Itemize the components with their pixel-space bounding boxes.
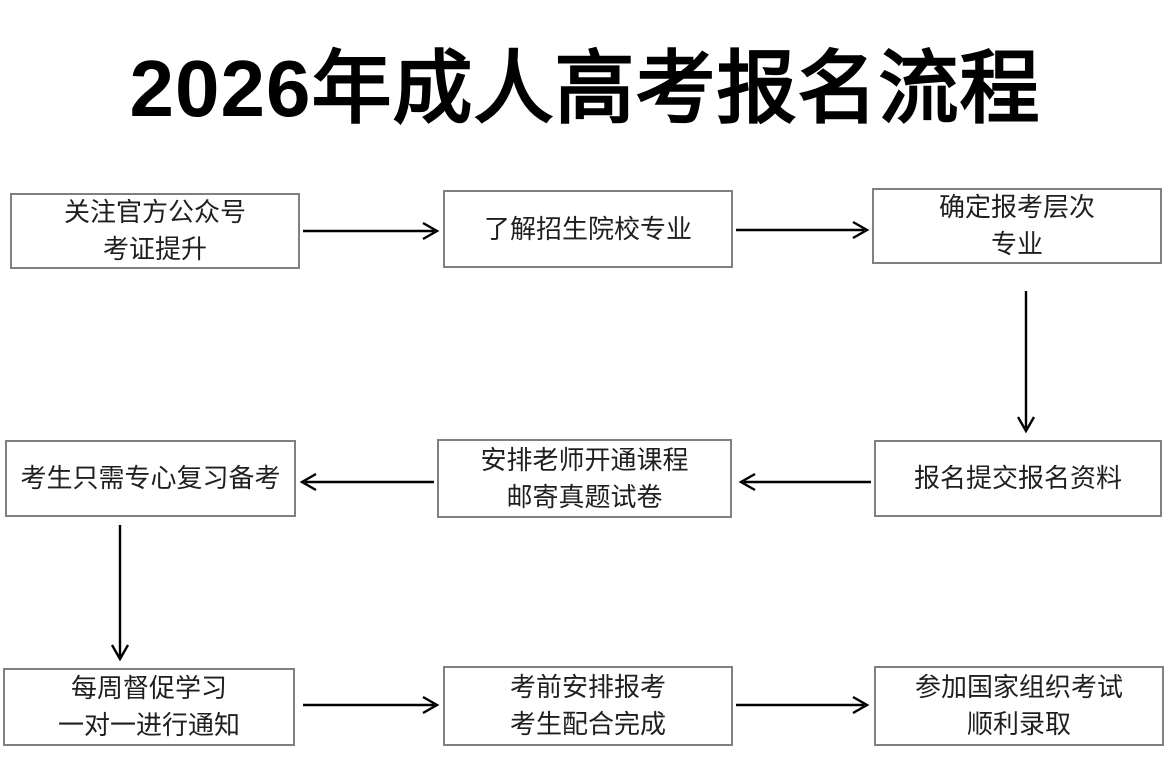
step-4-submit-registration-materials: 报名提交报名资料 [874,440,1162,517]
step-9-text-line2: 顺利录取 [966,709,1071,739]
step-3-determine-level-major: 确定报考层次 专业 [872,188,1162,264]
step-6-focus-on-review: 考生只需专心复习备考 [5,440,296,517]
step-8-text-line1: 考前安排报考 [509,672,666,702]
step-1-follow-official-account: 关注官方公众号 考证提升 [10,193,300,269]
arrow-step1-to-step2-right-icon [303,221,440,241]
step-3-text-line2: 专业 [990,229,1043,259]
step-4-text-line1: 报名提交报名资料 [913,463,1122,493]
page-title: 2026年成人高考报名流程 [129,44,1041,133]
arrow-step4-to-step5-left-icon [738,472,871,492]
arrow-step3-to-step4-down-icon [1016,291,1036,434]
step-8-pre-exam-arrangement: 考前安排报考 考生配合完成 [443,666,733,746]
arrow-step2-to-step3-right-icon [736,220,870,240]
step-6-text-line1: 考生只需专心复习备考 [20,463,281,493]
step-1-text-line2: 考证提升 [102,234,207,264]
step-1-text-line1: 关注官方公众号 [63,197,246,227]
arrow-step8-to-step9-right-icon [736,695,870,715]
arrow-step6-to-step7-down-icon [110,525,130,662]
step-5-text-line2: 邮寄真题试卷 [506,481,663,512]
step-2-text-line1: 了解招生院校专业 [483,213,692,244]
step-9-text-line1: 参加国家组织考试 [914,672,1123,702]
step-9-national-exam-admission: 参加国家组织考试 顺利录取 [874,666,1164,746]
step-7-weekly-study-supervision: 每周督促学习 一对一进行通知 [3,668,295,746]
arrow-step5-to-step6-left-icon [299,472,434,492]
step-7-text-line1: 每周督促学习 [70,673,227,703]
step-7-text-line2: 一对一进行通知 [57,710,240,740]
step-5-text-line1: 安排老师开通课程 [480,444,689,475]
step-3-text-line1: 确定报考层次 [938,192,1095,222]
step-2-learn-schools-majors: 了解招生院校专业 [443,190,733,268]
arrow-step7-to-step8-right-icon [303,695,440,715]
step-8-text-line2: 考生配合完成 [509,709,666,739]
step-5-arrange-courses-mail-papers: 安排老师开通课程 邮寄真题试卷 [437,439,732,518]
